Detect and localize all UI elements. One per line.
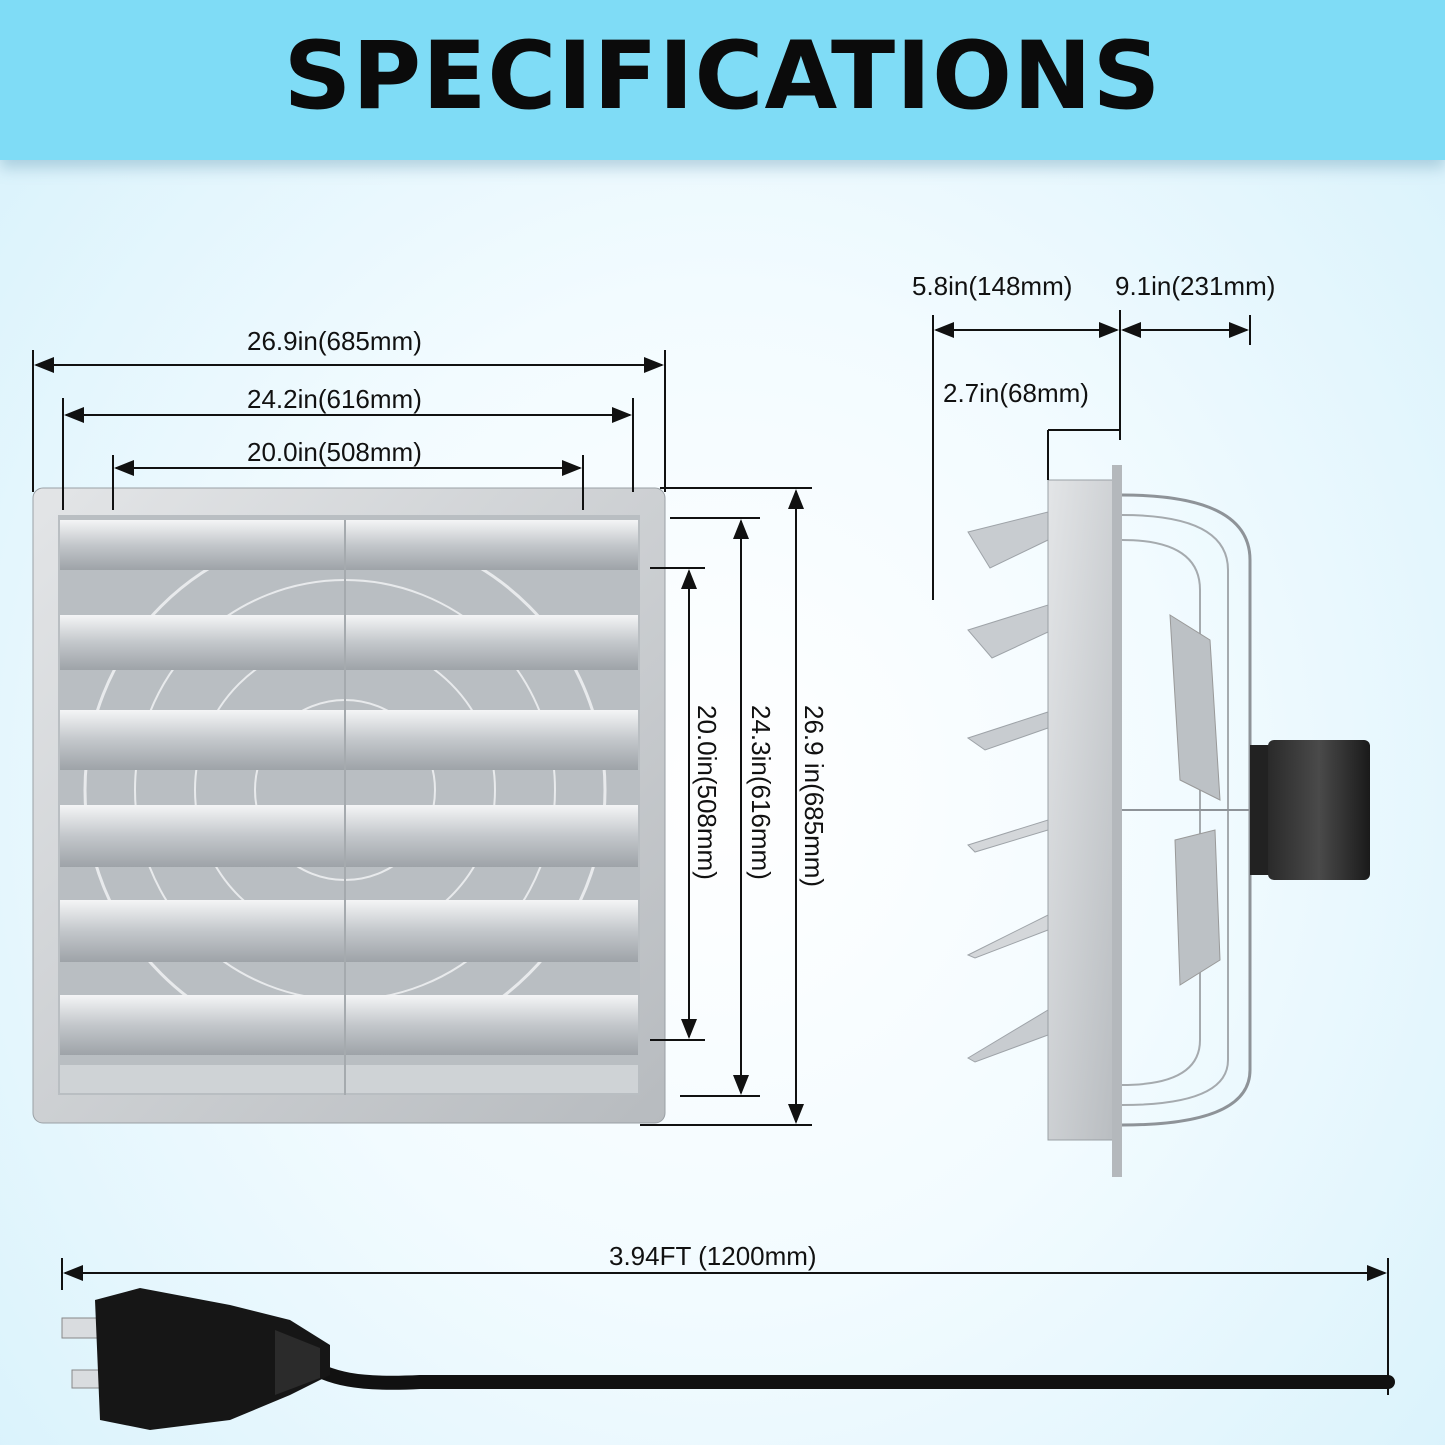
front-fan-illustration [32,487,666,1124]
side-depth-dimensions [932,310,1251,600]
title-banner: SPECIFICATIONS [0,0,1445,160]
front-width-inner-label: 20.0in(508mm) [247,437,422,467]
front-height-mid-label: 24.3in(616mm) [746,705,776,880]
power-cord-illustration [61,1288,1395,1430]
side-fan-illustration [966,465,1370,1177]
side-depth-back-label: 9.1in(231mm) [1115,271,1276,301]
front-width-mid-label: 24.2in(616mm) [247,384,422,414]
front-height-outer-label: 26.9 in(685mm) [799,705,829,888]
cord-length-label: 3.94FT (1200mm) [609,1241,817,1271]
page-title: SPECIFICATIONS [283,22,1162,131]
front-height-dimensions [640,487,812,1126]
front-width-dimensions [32,350,666,510]
cord-length-dimension [61,1258,1389,1395]
front-height-inner-label: 20.0in(508mm) [692,705,722,880]
side-depth-front-label: 5.8in(148mm) [912,271,1073,301]
front-width-outer-label: 26.9in(685mm) [247,326,422,356]
side-flange-label: 2.7in(68mm) [943,378,1089,408]
